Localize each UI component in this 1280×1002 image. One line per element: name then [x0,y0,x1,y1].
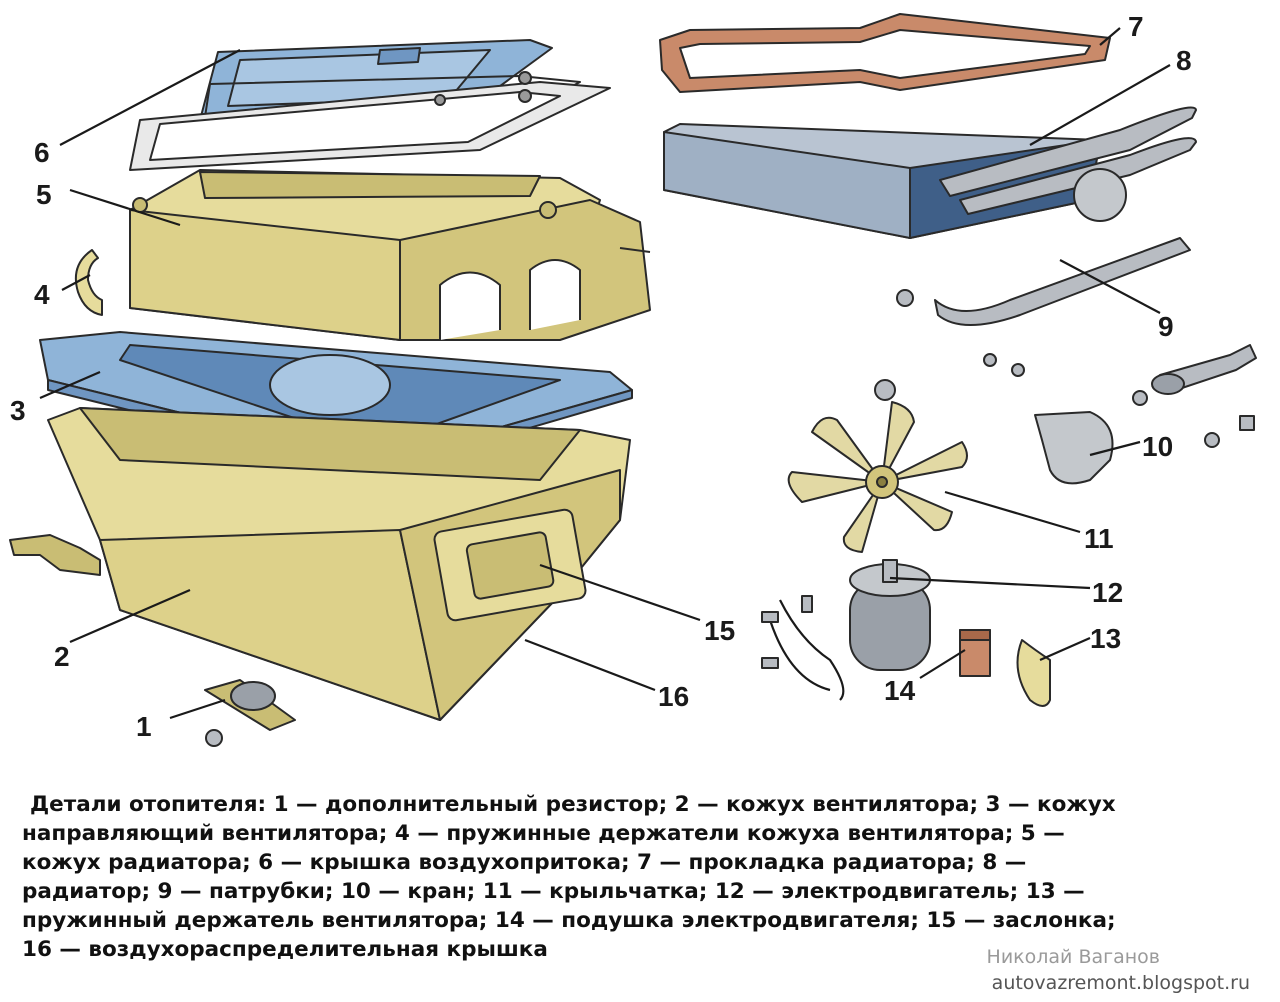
caption-line: Детали отопителя: 1 — дополнительный рез… [30,792,1116,817]
leader-lines [39,27,1171,720]
motor-pad [959,629,991,677]
label-13: 13 [1090,623,1121,654]
pipes [896,237,1257,406]
spring-holder-13 [1016,639,1051,707]
heater-parts-diagram: 1 2 3 4 5 6 7 8 9 10 11 12 13 14 15 16 [9,11,1257,747]
label-16: 16 [658,681,689,712]
label-3: 3 [10,395,26,426]
label-14: 14 [884,675,916,706]
electric-motor [761,559,931,701]
label-5: 5 [36,179,52,210]
watermark-author: Николай Ваганов [986,946,1160,968]
label-12: 12 [1092,577,1123,608]
air-intake-cover [129,39,611,171]
watermark: Николай Ваганов autovazremont.blogspot.r… [987,944,1250,996]
additional-resistor [204,679,296,747]
caption-line: радиатор; 9 — патрубки; 10 — кран; 11 — … [22,879,1085,904]
label-7: 7 [1128,11,1144,42]
caption-line: 16 — воздухораспределительная крышка [22,937,548,962]
label-8: 8 [1176,45,1192,76]
caption-line: пружинный держатель вентилятора; 14 — по… [22,908,1116,933]
caption: Детали отопителя: 1 — дополнительный рез… [22,790,1262,964]
tap [874,379,1255,485]
watermark-site: autovazremont.blogspot.ru [991,972,1250,994]
part-numbers: 1 2 3 4 5 6 7 8 9 10 11 12 13 14 15 16 [10,11,1192,742]
label-10: 10 [1142,431,1173,462]
caption-line: направляющий вентилятора; 4 — пружинные … [22,821,1065,846]
label-6: 6 [34,137,50,168]
label-9: 9 [1158,311,1174,342]
label-11: 11 [1084,523,1114,554]
fan-housing [9,407,631,721]
spring-holder-4 [74,249,103,316]
caption-line: кожух радиатора; 6 — крышка воздухоприто… [22,850,1027,875]
radiator-gasket [659,13,1111,93]
radiator [663,106,1197,239]
label-15: 15 [704,615,735,646]
label-2: 2 [54,641,70,672]
label-4: 4 [34,279,50,310]
fan-impeller [787,401,968,553]
radiator-housing [129,169,651,341]
label-1: 1 [136,711,152,742]
